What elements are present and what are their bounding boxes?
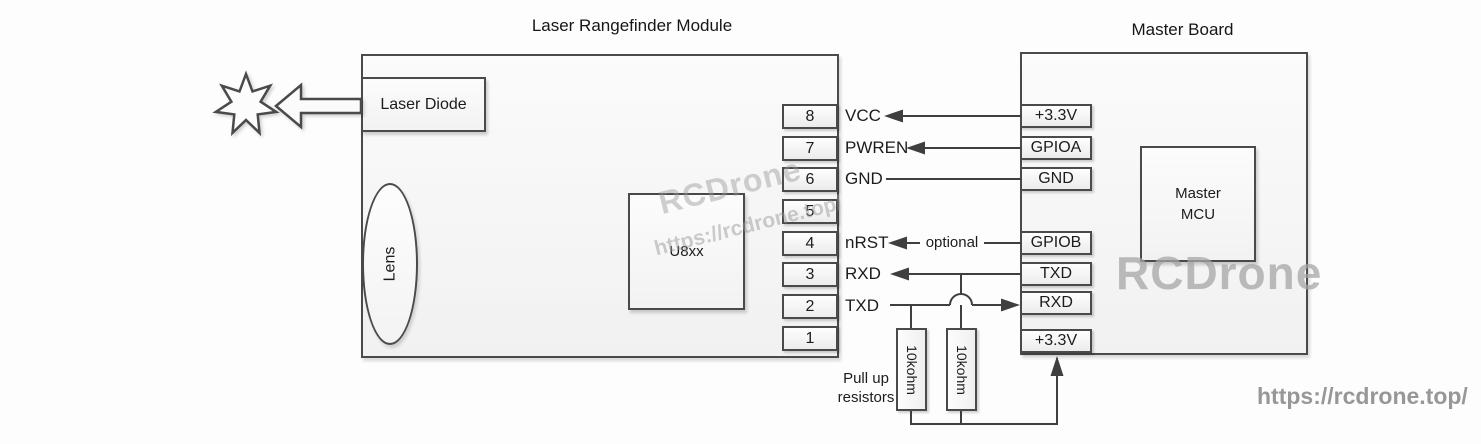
pin-label-pwren: PWREN [845,138,909,157]
master-pin-3v3-bot: +3.3V [1020,329,1092,353]
arrowhead-txd [1001,298,1020,312]
arrowhead-rxd [890,267,909,281]
master-pin-gpiob: GPIOB [1020,231,1092,255]
module-title: Laser Rangefinder Module [531,16,733,35]
pin-label-rxd: RXD [845,264,881,283]
module-pin-3: 3 [782,262,838,287]
arrowhead-pullup-3v3 [1050,356,1064,376]
module-pin-7: 7 [782,136,838,161]
module-pin-5: 5 [782,199,838,224]
lens-shape: Lens [362,183,418,345]
pullup-resistor-2: 10kohm [946,328,977,411]
laser-star-icon [212,70,280,137]
master-pin-rxd: RXD [1020,291,1092,315]
wire-pullup-return [910,358,1058,425]
master-pin-gnd: GND [1020,167,1092,191]
module-pin-1: 1 [782,326,838,351]
laser-beam-arrow-icon [274,82,363,130]
module-pin-2: 2 [782,294,838,319]
watermark-bottom-url: https://rcdrone.top/ [1257,383,1468,409]
master-mcu-line2: MCU [1180,206,1216,223]
pullup-caption-line1: Pull up [843,370,889,387]
master-board-title: Master Board [1131,20,1234,39]
arrowhead-vcc [884,109,903,123]
pin-label-txd: TXD [845,296,879,315]
laser-diode-box: Laser Diode [361,77,486,132]
module-pin-8: 8 [782,104,838,129]
master-mcu-line1: Master [1175,185,1221,202]
arrowhead-nrst [888,236,907,250]
pin-label-gnd: GND [845,169,883,188]
pin-label-vcc: VCC [845,106,881,125]
master-pin-txd: TXD [1020,262,1092,286]
pullup-caption: Pull up resistors [828,369,904,407]
wire-txd-hop [949,293,973,306]
pullup-caption-line2: resistors [837,389,895,406]
u8xx-chip-box: U8xx [628,193,745,310]
module-pin-6: 6 [782,167,838,192]
arrowhead-pwren [906,141,925,155]
module-pin-4: 4 [782,231,838,256]
master-mcu-box: Master MCU [1140,146,1256,262]
pin-label-nrst: nRST [845,233,889,252]
pullup-resistor-1: 10kohm [896,328,927,411]
watermark-board-brand: RCDrone [1116,247,1323,299]
optional-annotation: optional [920,234,984,252]
